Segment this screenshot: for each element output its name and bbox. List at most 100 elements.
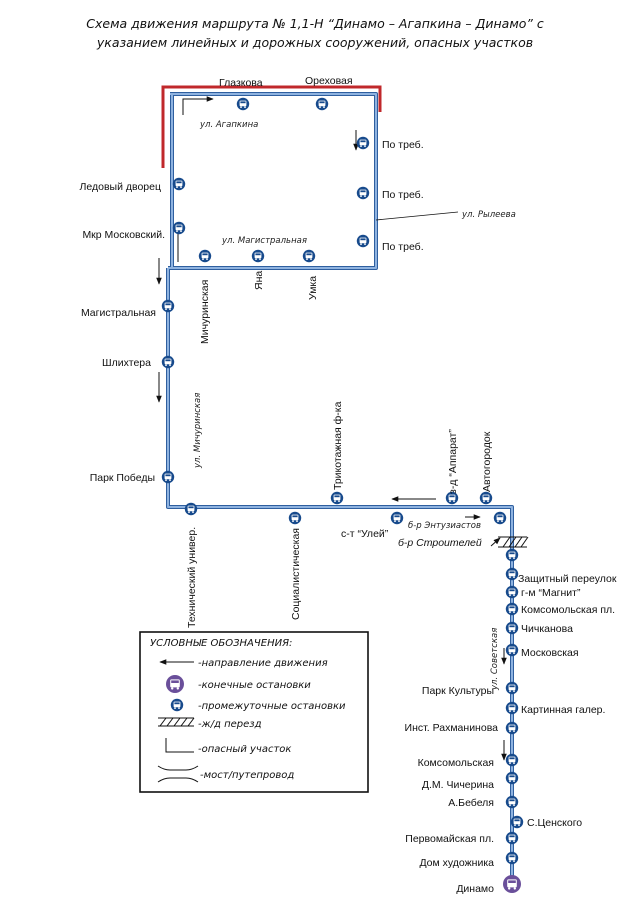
stop-label-po-treb-3: По треб.: [382, 241, 424, 253]
street-stroiteley: б-р Строителей: [398, 537, 482, 549]
bus-stop-icon: [172, 221, 186, 235]
bus-stop-icon: [505, 771, 519, 785]
stop-label-umka: Умка: [307, 276, 319, 300]
bus-stop-icon: [505, 602, 519, 616]
stop-label-tekh-univer: Технический универ.: [186, 527, 198, 628]
stop-label-inst-rakhmaninova: Инст. Рахманинова: [405, 722, 499, 734]
stop-label-gm-magnit: г-м “Магнит”: [521, 587, 581, 599]
bus-stop-icon: [505, 643, 519, 657]
street-labels: ул. Агапкина ул. Рылеева ул. Магистральн…: [193, 120, 516, 691]
stop-label-po-treb-1: По треб.: [382, 139, 424, 151]
legend: УСЛОВНЫЕ ОБОЗНАЧЕНИЯ: -направление движе…: [139, 631, 369, 793]
street-magistralnaya: ул. Магистральная: [221, 236, 307, 246]
stop-label-komsomolskaya: Комсомольская: [418, 757, 494, 769]
bus-stop-icon: [330, 491, 344, 505]
bus-stop-icon: [356, 186, 370, 200]
bus-stop-icon: [288, 511, 302, 525]
stop-label-zashchitny: Защитный переулок: [518, 573, 617, 585]
stop-label-komsomolskaya-pl: Комсомольская пл.: [521, 604, 615, 616]
stop-label-avtogorodok: Автогородок: [481, 431, 493, 492]
bus-stop-icon: [505, 851, 519, 865]
railway-crossing-icon: [498, 536, 529, 548]
bus-stop-icon: [493, 511, 507, 525]
bridge-legend-icon: [157, 765, 199, 783]
stop-label-shlikhtera: Шлихтера: [102, 357, 151, 369]
danger-legend-icon: [165, 738, 194, 753]
bus-stop-icon: [505, 701, 519, 715]
ryleeva-leader-line: [375, 211, 459, 221]
bus-stop-icon: [198, 249, 212, 263]
legend-bridge: -мост/путепровод: [200, 770, 294, 781]
terminal-stop-icon: [166, 675, 184, 693]
bus-stop-icon: [302, 249, 316, 263]
stop-label-tsenskogo: С.Ценского: [527, 817, 582, 829]
bus-stop-icon: [251, 249, 265, 263]
stop-label-chichkanova: Чичканова: [521, 623, 573, 635]
bus-stop-icon: [510, 815, 524, 829]
stop-labels: Глазкова Ореховая По треб. По треб. По т…: [80, 75, 617, 895]
bus-stop-icon: [356, 234, 370, 248]
bus-stop-icon: [172, 177, 186, 191]
bus-stop-icon: [161, 355, 175, 369]
danger-segment-agapkina: [161, 85, 382, 168]
stop-label-zd-apparat: з-д “Аппарат”: [447, 429, 459, 494]
bus-stop-icon: [505, 585, 519, 599]
bus-stop-icon: [161, 470, 175, 484]
bus-stop-icon: [161, 299, 175, 313]
stop-label-glazkova: Глазкова: [219, 77, 263, 89]
stop-label-sotsialisticheskaya: Социалистическая: [290, 528, 302, 620]
map-title: Схема движения маршрута № 1,1-Н “Динамо …: [0, 14, 630, 52]
bus-stop-icon: [315, 97, 329, 111]
street-agapkina: ул. Агапкина: [199, 120, 258, 130]
bus-stop-icon: [505, 753, 519, 767]
terminal-stop-icon: [503, 875, 521, 893]
stop-label-yana: Яна: [253, 271, 265, 290]
bus-stop-icon: [356, 136, 370, 150]
stop-label-ledovy: Ледовый дворец: [80, 181, 162, 193]
stop-label-kartinnaya: Картинная галер.: [521, 704, 605, 716]
street-ryleeva: ул. Рылеева: [461, 210, 516, 220]
vertical-stop-labels: Мичуринская Яна Умка Технический универ.…: [186, 271, 493, 628]
stop-label-st-ulei: с-т “Улей”: [341, 528, 389, 540]
legend-railway: -ж/д перезд: [198, 719, 262, 730]
stop-label-pervomayskaya: Первомайская пл.: [405, 833, 494, 845]
bus-stop-icon: [505, 567, 519, 581]
bus-stop-icon: [390, 511, 404, 525]
stop-label-park-kultury: Парк Культуры: [422, 685, 494, 697]
bus-stop-icon: [505, 681, 519, 695]
street-sovetskaya: ул. Советская: [490, 628, 500, 691]
bus-stop-icon: [505, 548, 519, 562]
title-line-1: Схема движения маршрута № 1,1-Н “Динамо …: [86, 16, 544, 31]
title-line-2: указанием линейных и дорожных сооружений…: [96, 35, 534, 50]
stop-label-dom-khudozhnika: Дом художника: [419, 857, 494, 869]
stop-label-moskovskaya: Московская: [521, 647, 579, 659]
stop-label-michurinskaya: Мичуринская: [199, 280, 211, 344]
legend-danger: -опасный участок: [198, 744, 291, 755]
route-line: [166, 92, 514, 885]
stop-label-dinamo: Динамо: [456, 883, 494, 895]
street-entuziastov: б-р Энтузиастов: [408, 521, 481, 531]
stop-label-magistralnaya: Магистральная: [81, 307, 156, 319]
stop-label-trikotazh: Трикотажная ф-ка: [332, 401, 344, 490]
bus-stop-icon: [505, 795, 519, 809]
stop-label-orekhovaya: Ореховая: [305, 75, 353, 87]
stop-label-mkr-moskovsky: Мкр Московский.: [82, 229, 165, 241]
street-michurinskaya: ул. Мичуринская: [193, 393, 203, 469]
legend-title: УСЛОВНЫЕ ОБОЗНАЧЕНИЯ:: [150, 638, 292, 649]
bus-stop-icon: [184, 502, 198, 516]
stop-label-chicherina: Д.М. Чичерина: [422, 779, 494, 791]
railway-legend-icon: [158, 717, 195, 727]
bus-stop-icon: [505, 721, 519, 735]
legend-intermediate: -промежуточные остановки: [198, 701, 346, 712]
bus-stop-icon: [479, 491, 493, 505]
bus-stop-icon: [170, 698, 184, 712]
bus-stop-icon: [236, 97, 250, 111]
stop-label-po-treb-2: По треб.: [382, 189, 424, 201]
legend-direction: -направление движения: [198, 658, 328, 669]
bus-stop-icon: [505, 621, 519, 635]
legend-terminal: -конечные остановки: [198, 680, 311, 691]
bus-stop-icon: [505, 831, 519, 845]
stop-label-park-pobedy: Парк Победы: [90, 472, 155, 484]
stop-label-bebelya: А.Бебеля: [448, 797, 494, 809]
